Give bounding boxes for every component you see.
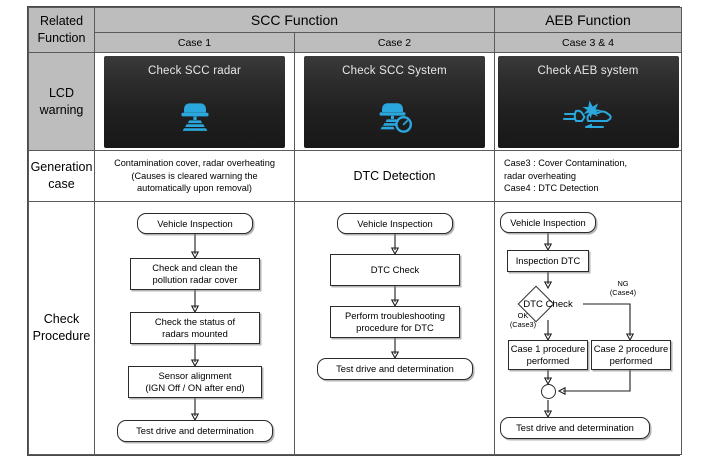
- flow-node-vehicle-inspection: Vehicle Inspection: [337, 213, 453, 234]
- lcd-cell-case34: Check AEB system: [494, 52, 682, 151]
- lcd-title-scc-radar: Check SCC radar: [147, 64, 242, 77]
- lcd-title-scc-system: Check SCC System: [342, 64, 447, 77]
- edge-label-ok: OK(Case3): [509, 311, 537, 329]
- flow-node-dtc-check: DTC Check: [330, 254, 460, 286]
- lcd-panel-scc-radar: Check SCC radar: [104, 55, 285, 148]
- header-group-scc: SCC Function: [94, 7, 495, 33]
- generation-case-case34: Case3 : Cover Contamination, radar overh…: [494, 150, 682, 202]
- flowchart-case2: Vehicle Inspection DTC Check Perform tro…: [294, 201, 495, 455]
- car-collision-icon: [498, 93, 679, 141]
- flow-node-vehicle-inspection: Vehicle Inspection: [500, 212, 596, 233]
- row-label-lcd-warning: LCD warning: [28, 52, 95, 151]
- generation-case-case1: Contamination cover, radar overheating(C…: [94, 150, 295, 202]
- generation-case-case2: DTC Detection: [294, 150, 495, 202]
- header-group-aeb-label: AEB Function: [545, 12, 631, 28]
- flow-node-dtc-check-label: DTC Check: [523, 298, 573, 310]
- flow-node-inspection-dtc: Inspection DTC: [507, 250, 589, 272]
- car-radar-gauge-icon: [304, 93, 485, 141]
- flow-node-vehicle-inspection: Vehicle Inspection: [137, 213, 253, 234]
- flowchart-case34: Vehicle Inspection Inspection DTC DTC Ch…: [494, 201, 682, 455]
- flow-node-test-drive: Test drive and determination: [500, 417, 650, 439]
- lcd-cell-case2: Check SCC System: [294, 52, 495, 151]
- flow-node-merge-circle: [541, 384, 556, 399]
- table-header-row-cases: Case 1 Case 2 Case 3 & 4: [29, 32, 682, 53]
- lcd-panel-scc-system: Check SCC System: [304, 55, 485, 148]
- lcd-title-aeb-system: Check AEB system: [537, 64, 639, 77]
- row-lcd-warning: LCD warning Check SCC radar: [28, 52, 682, 151]
- car-radar-icon: [104, 93, 285, 141]
- edge-label-ng: NG(Case4): [609, 279, 637, 297]
- header-group-scc-label: SCC Function: [250, 12, 339, 28]
- lcd-cell-case1: Check SCC radar: [94, 52, 295, 151]
- flow-node-test-drive: Test drive and determination: [317, 358, 473, 380]
- header-case-1: Case 1: [94, 32, 295, 53]
- header-case-34: Case 3 & 4: [494, 32, 682, 53]
- header-group-aeb: AEB Function: [494, 7, 682, 33]
- lcd-panel-aeb-system: Check AEB system: [497, 55, 679, 148]
- flow-node-test-drive: Test drive and determination: [117, 420, 273, 442]
- header-case-2: Case 2: [294, 32, 495, 53]
- flow-node-sensor-alignment: Sensor alignment(IGN Off / ON after end): [128, 366, 262, 398]
